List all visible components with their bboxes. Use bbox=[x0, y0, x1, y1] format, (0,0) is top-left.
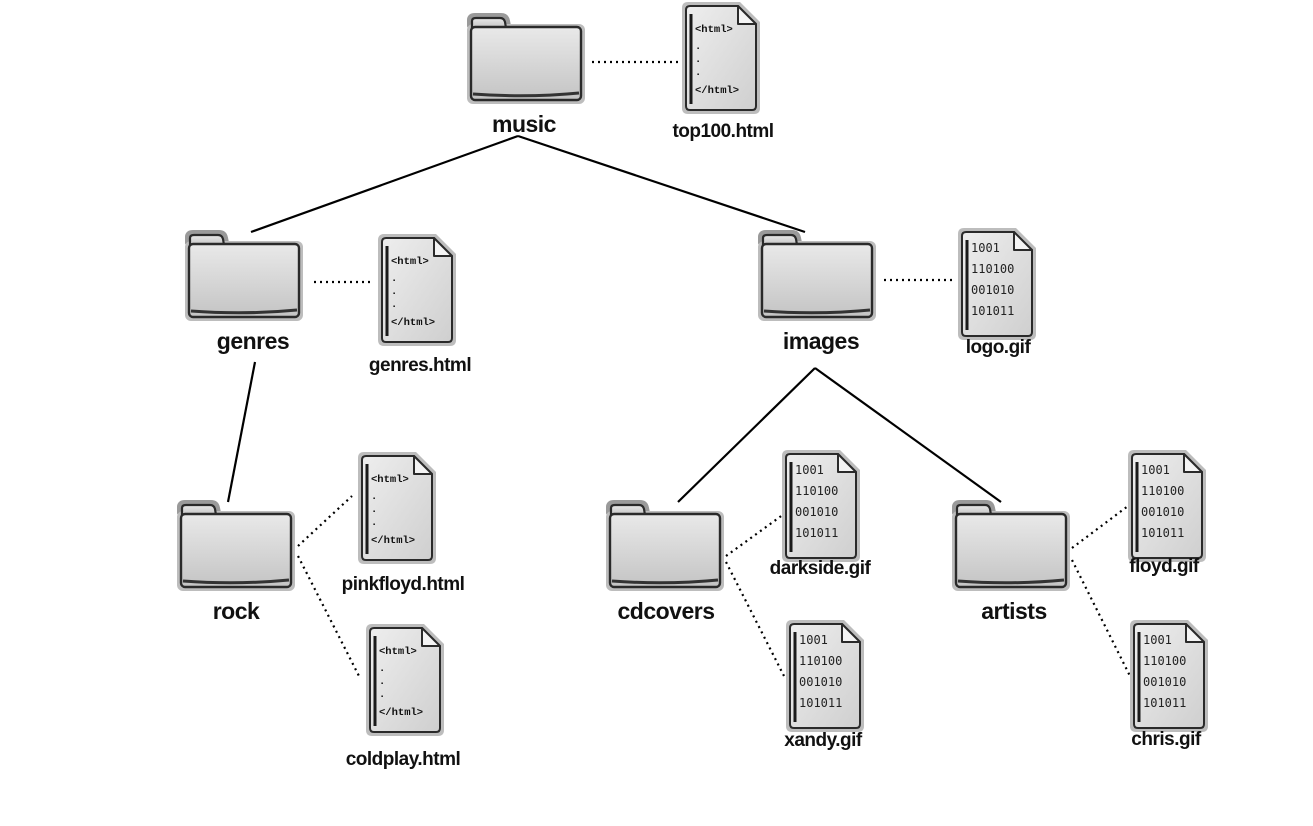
folder-icon bbox=[952, 503, 1070, 591]
html-open-tag: <html> bbox=[391, 256, 429, 268]
html-open-tag: <html> bbox=[695, 24, 733, 36]
folder-label: images bbox=[783, 328, 859, 354]
binary-row: 110100 bbox=[971, 262, 1014, 276]
html-file-icon bbox=[376, 232, 458, 348]
binary-row: 101011 bbox=[795, 526, 838, 540]
binary-row: 101011 bbox=[799, 696, 842, 710]
binary-row: 101011 bbox=[1141, 526, 1184, 540]
folder-label: genres bbox=[217, 328, 289, 354]
ellipsis-dot: . bbox=[391, 273, 397, 285]
html-close-tag: </html> bbox=[391, 317, 435, 329]
folder-label: artists bbox=[981, 598, 1047, 624]
edge-music-images bbox=[517, 134, 806, 234]
file-label: darkside.gif bbox=[770, 558, 872, 579]
binary-row: 1001 bbox=[971, 241, 1000, 255]
link-cdcovers-darkside bbox=[725, 513, 785, 557]
file-label: chris.gif bbox=[1131, 729, 1202, 750]
ellipsis-dot: . bbox=[379, 676, 385, 688]
folder-icon bbox=[606, 503, 724, 591]
ellipsis-dot: . bbox=[371, 517, 377, 529]
folder-icon bbox=[758, 233, 876, 321]
folder-cdcovers[interactable]: cdcovers bbox=[606, 503, 724, 624]
ellipsis-dot: . bbox=[695, 54, 701, 66]
file-label: coldplay.html bbox=[346, 749, 461, 770]
file-top100-html[interactable]: <html> . . . </html> top100.html bbox=[672, 0, 774, 142]
file-coldplay-html[interactable]: <html> . . . </html> coldplay.html bbox=[346, 622, 461, 770]
ellipsis-dot: . bbox=[391, 299, 397, 311]
tree-edges bbox=[226, 134, 1002, 503]
edge-music-genres bbox=[250, 134, 519, 234]
binary-row: 001010 bbox=[1143, 675, 1186, 689]
html-close-tag: </html> bbox=[379, 707, 423, 719]
binary-row: 1001 bbox=[1143, 633, 1172, 647]
link-rock-coldplay bbox=[297, 555, 361, 679]
binary-row: 110100 bbox=[799, 654, 842, 668]
html-close-tag: </html> bbox=[695, 85, 739, 97]
file-xandy-gif[interactable]: 1001 110100 001010 101011 xandy.gif bbox=[784, 618, 866, 751]
folder-music[interactable]: music bbox=[467, 16, 585, 137]
binary-row: 001010 bbox=[799, 675, 842, 689]
edge-images-artists bbox=[814, 367, 1002, 503]
folder-label: music bbox=[492, 111, 557, 137]
ellipsis-dot: . bbox=[379, 663, 385, 675]
file-floyd-gif[interactable]: 1001 110100 001010 101011 floyd.gif bbox=[1126, 448, 1208, 577]
file-label: floyd.gif bbox=[1129, 556, 1200, 577]
link-artists-floyd bbox=[1071, 505, 1129, 549]
file-genres-html[interactable]: <html> . . . </html> genres.html bbox=[369, 232, 472, 376]
link-artists-chris bbox=[1071, 559, 1131, 677]
ellipsis-dot: . bbox=[371, 504, 377, 516]
file-label: logo.gif bbox=[966, 337, 1032, 358]
html-open-tag: <html> bbox=[371, 474, 409, 486]
folder-icon bbox=[467, 16, 585, 104]
ellipsis-dot: . bbox=[695, 41, 701, 53]
html-file-icon bbox=[364, 622, 446, 738]
ellipsis-dot: . bbox=[391, 286, 397, 298]
binary-row: 101011 bbox=[1143, 696, 1186, 710]
file-label: pinkfloyd.html bbox=[342, 574, 465, 595]
edge-images-cdcovers bbox=[677, 367, 816, 503]
html-file-icon bbox=[356, 450, 438, 566]
binary-row: 001010 bbox=[795, 505, 838, 519]
folder-images[interactable]: images bbox=[758, 233, 876, 354]
file-logo-gif[interactable]: 1001 110100 001010 101011 logo.gif bbox=[956, 226, 1038, 358]
folder-icon bbox=[185, 233, 303, 321]
edge-genres-rock bbox=[226, 361, 257, 503]
ellipsis-dot: . bbox=[379, 689, 385, 701]
binary-row: 110100 bbox=[1143, 654, 1186, 668]
binary-row: 1001 bbox=[795, 463, 824, 477]
binary-row: 001010 bbox=[971, 283, 1014, 297]
file-pinkfloyd-html[interactable]: <html> . . . </html> pinkfloyd.html bbox=[342, 450, 465, 595]
ellipsis-dot: . bbox=[371, 491, 377, 503]
file-label: top100.html bbox=[672, 121, 773, 142]
link-cdcovers-xandy bbox=[725, 561, 785, 677]
binary-row: 110100 bbox=[795, 484, 838, 498]
link-rock-pinkfloyd bbox=[297, 495, 353, 547]
folder-icon bbox=[177, 503, 295, 591]
binary-row: 110100 bbox=[1141, 484, 1184, 498]
file-label: genres.html bbox=[369, 355, 471, 376]
html-file-icon bbox=[680, 0, 762, 116]
ellipsis-dot: . bbox=[695, 67, 701, 79]
folder-label: rock bbox=[213, 598, 260, 624]
file-label: xandy.gif bbox=[784, 730, 863, 751]
file-links bbox=[297, 60, 1131, 679]
folder-genres[interactable]: genres bbox=[185, 233, 303, 354]
folder-rock[interactable]: rock bbox=[177, 503, 295, 624]
binary-row: 001010 bbox=[1141, 505, 1184, 519]
binary-row: 1001 bbox=[1141, 463, 1170, 477]
folder-label: cdcovers bbox=[617, 598, 714, 624]
folder-artists[interactable]: artists bbox=[952, 503, 1070, 624]
file-darkside-gif[interactable]: 1001 110100 001010 101011 darkside.gif bbox=[770, 448, 872, 579]
binary-row: 1001 bbox=[799, 633, 828, 647]
html-open-tag: <html> bbox=[379, 646, 417, 658]
binary-row: 101011 bbox=[971, 304, 1014, 318]
file-chris-gif[interactable]: 1001 110100 001010 101011 chris.gif bbox=[1128, 618, 1210, 750]
html-close-tag: </html> bbox=[371, 535, 415, 547]
